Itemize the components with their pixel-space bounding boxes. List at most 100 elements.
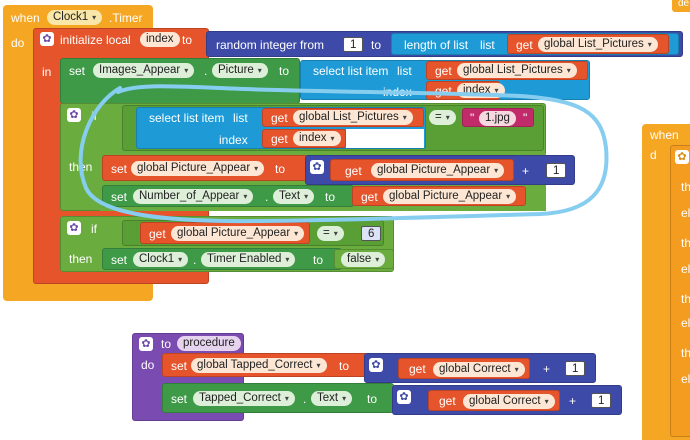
var-dropdown[interactable]: global Picture_Appear▾ <box>171 226 305 241</box>
get-list-pictures-block[interactable]: get global List_Pictures▾ <box>262 108 424 127</box>
gear-icon[interactable]: ✿ <box>675 150 689 164</box>
get-list-pictures-block[interactable]: get global List_Pictures▾ <box>426 61 588 80</box>
get-label: get <box>435 64 452 78</box>
set-label: set <box>111 162 128 176</box>
gear-icon[interactable]: ✿ <box>67 108 81 122</box>
dot-label: . <box>193 253 197 267</box>
var-name: global Correct <box>469 395 541 407</box>
component-name: Clock1 <box>139 253 175 265</box>
local-var-name[interactable]: index <box>140 32 180 47</box>
to-label: to <box>279 64 290 78</box>
property-dropdown[interactable]: Picture▾ <box>212 63 268 78</box>
component-dropdown[interactable]: Images_Appear▾ <box>93 63 195 78</box>
when-label: when <box>11 11 40 25</box>
get-label: get <box>271 111 288 125</box>
to-label: to <box>182 33 193 47</box>
set-label: set <box>69 64 86 78</box>
component-dropdown[interactable]: Clock1▾ <box>133 252 189 267</box>
add-value[interactable]: 1 <box>591 393 612 408</box>
component-name: Number_of_Appear <box>139 190 240 202</box>
set-clock-timer-block[interactable]: set Clock1▾ . Timer Enabled▾ to <box>102 248 342 270</box>
chevron-down-icon: ▾ <box>445 113 450 122</box>
dot-label: . <box>204 64 208 78</box>
random-from-value[interactable]: 1 <box>343 37 364 52</box>
right-row-label: el <box>681 262 690 276</box>
var-dropdown[interactable]: global List_Pictures▾ <box>538 37 658 52</box>
set-images-picture-block[interactable]: set Images_Appear▾ . Picture▾ to <box>60 58 300 104</box>
list-label: list <box>397 64 412 78</box>
get-correct-block[interactable]: get global Correct▾ <box>428 390 560 411</box>
property-dropdown[interactable]: Timer Enabled▾ <box>201 252 296 267</box>
quote-open: " <box>470 111 475 125</box>
right-row-label: th <box>681 180 690 194</box>
chevron-down-icon: ▾ <box>257 66 262 75</box>
text-string-block[interactable]: " 1.jpg " <box>462 108 534 127</box>
compare-op-dropdown[interactable]: =▾ <box>317 226 344 241</box>
right-inner-block[interactable]: ✿ th el th el th el th el <box>670 145 690 437</box>
property-name: Text <box>317 392 339 404</box>
var-name: global Picture_Appear <box>137 162 251 174</box>
component-dropdown[interactable]: Number_of_Appear▾ <box>133 189 254 204</box>
get-label: get <box>345 164 362 178</box>
gear-icon[interactable]: ✿ <box>67 221 81 235</box>
get-correct-block[interactable]: get global Correct▾ <box>398 358 530 379</box>
plus-label: + <box>522 164 530 178</box>
get-index-block[interactable]: get index▾ <box>262 129 346 148</box>
var-dropdown[interactable]: global Correct▾ <box>463 394 555 409</box>
get-index-block[interactable]: get index▾ <box>426 81 505 100</box>
compare-value[interactable]: 6 <box>361 226 382 241</box>
get-picture-appear-block[interactable]: get global Picture_Appear▾ <box>330 159 514 181</box>
gear-icon[interactable]: ✿ <box>139 337 153 351</box>
clock-component-dropdown[interactable]: Clock1▾ <box>47 10 103 25</box>
var-dropdown[interactable]: global Picture_Appear▾ <box>131 161 265 176</box>
plus-label: + <box>569 394 577 408</box>
boolean-block[interactable]: false▾ <box>334 249 394 269</box>
set-label: set <box>111 253 128 267</box>
var-name: index <box>299 132 327 144</box>
boolean-dropdown[interactable]: false▾ <box>341 252 386 267</box>
gear-icon[interactable]: ✿ <box>369 358 383 372</box>
procedure-name[interactable]: procedure <box>177 336 241 351</box>
chevron-down-icon: ▾ <box>178 255 183 264</box>
compare-op-dropdown[interactable]: =▾ <box>429 110 456 125</box>
property-dropdown[interactable]: Text▾ <box>273 189 315 204</box>
chevron-down-icon: ▾ <box>342 394 347 403</box>
then-label: then <box>69 160 93 174</box>
var-dropdown[interactable]: global Picture_Appear▾ <box>383 189 517 204</box>
gear-icon[interactable]: ✿ <box>40 32 54 46</box>
get-label: get <box>435 84 452 98</box>
chevron-down-icon: ▾ <box>254 164 259 173</box>
var-dropdown[interactable]: global Tapped_Correct▾ <box>191 358 327 373</box>
get-picture-appear-block[interactable]: get global Picture_Appear▾ <box>352 186 526 206</box>
var-dropdown[interactable]: global Picture_Appear▾ <box>371 163 505 178</box>
chevron-down-icon: ▾ <box>494 86 499 95</box>
list-label: list <box>233 111 248 125</box>
right-top-block[interactable]: de <box>672 0 690 12</box>
set-tapped-correct-text-block[interactable]: set Tapped_Correct▾ . Text▾ to <box>162 383 394 413</box>
to-label: to <box>161 337 172 351</box>
get-list-pictures-block[interactable]: get global List_Pictures▾ <box>507 34 669 54</box>
var-dropdown[interactable]: global Correct▾ <box>433 362 525 377</box>
add-value[interactable]: 1 <box>565 361 586 376</box>
var-dropdown[interactable]: index▾ <box>457 83 505 98</box>
set-tapped-correct-var-block[interactable]: set global Tapped_Correct▾ to <box>162 353 368 377</box>
chevron-down-icon: ▾ <box>304 192 309 201</box>
gear-icon[interactable]: ✿ <box>397 390 411 404</box>
set-picture-appear-block[interactable]: set global Picture_Appear▾ to <box>102 155 308 181</box>
chevron-down-icon: ▾ <box>566 66 571 75</box>
property-dropdown[interactable]: Text▾ <box>311 391 353 406</box>
string-value[interactable]: 1.jpg <box>479 111 516 126</box>
then-label: then <box>69 252 93 266</box>
add-value[interactable]: 1 <box>546 163 567 178</box>
var-dropdown[interactable]: global List_Pictures▾ <box>457 63 577 78</box>
get-picture-appear-block[interactable]: get global Picture_Appear▾ <box>140 222 310 244</box>
var-dropdown[interactable]: index▾ <box>293 131 341 146</box>
gear-icon[interactable]: ✿ <box>310 160 324 174</box>
var-dropdown[interactable]: global List_Pictures▾ <box>293 110 413 125</box>
set-number-of-appear-block[interactable]: set Number_of_Appear▾ . Text▾ to <box>102 185 354 207</box>
to-label: to <box>313 253 324 267</box>
boolean-value: false <box>347 253 372 265</box>
chevron-down-icon: ▾ <box>544 397 549 406</box>
component-dropdown[interactable]: Tapped_Correct▾ <box>193 391 295 406</box>
length-of-list-label: length of list <box>404 38 469 52</box>
